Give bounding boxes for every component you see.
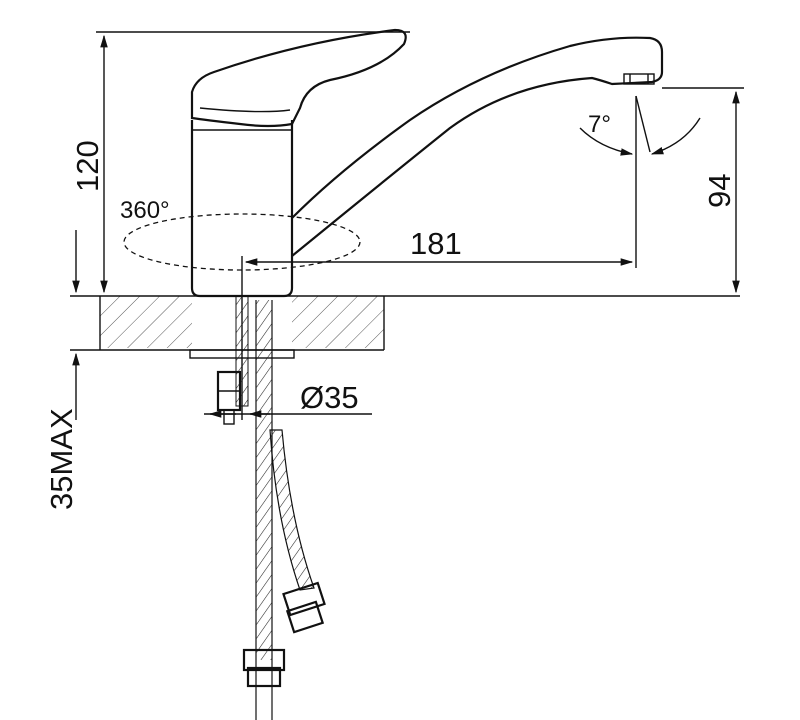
dimension-height-spout: 94 — [662, 88, 744, 292]
dimension-mount-max: 35MAX — [44, 230, 79, 510]
label-hole-diameter: Ø35 — [300, 380, 359, 415]
dimension-spout-angle: 7° — [580, 96, 700, 154]
braided-hose-a — [256, 300, 272, 660]
label-height-total: 120 — [70, 140, 105, 192]
label-height-spout: 94 — [702, 174, 737, 208]
countertop-section — [70, 296, 740, 350]
handle-lever — [192, 30, 406, 126]
label-mount-max: 35MAX — [44, 408, 79, 510]
label-spout-angle: 7° — [588, 111, 611, 138]
dimension-reach: 181 — [246, 96, 636, 268]
braided-hose-b — [270, 430, 314, 590]
label-rotation: 360° — [120, 197, 170, 224]
label-reach: 181 — [410, 226, 462, 261]
